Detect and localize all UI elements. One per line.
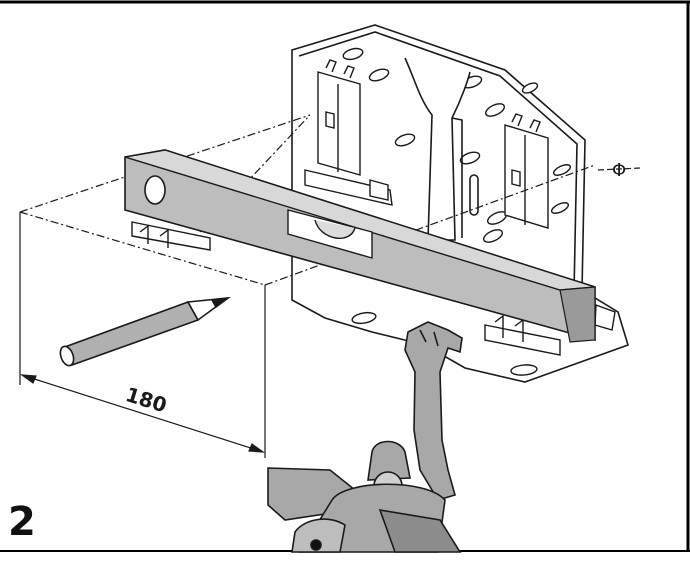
wrench-tool <box>404 321 463 501</box>
pencil <box>59 296 231 367</box>
left-bracket <box>304 59 393 206</box>
axis-symbol <box>597 167 641 171</box>
level-hole <box>144 175 166 205</box>
alignment-lines <box>19 114 596 286</box>
dimension-180 <box>19 212 266 458</box>
dimension-label: 180 <box>123 382 170 417</box>
spirit-level <box>124 149 596 343</box>
left-rail <box>131 221 211 251</box>
axis-symbol-label: Φ <box>612 160 626 181</box>
mixing-valve-body <box>267 440 462 553</box>
right-bracket <box>504 113 549 229</box>
step-number: 2 <box>8 499 36 545</box>
